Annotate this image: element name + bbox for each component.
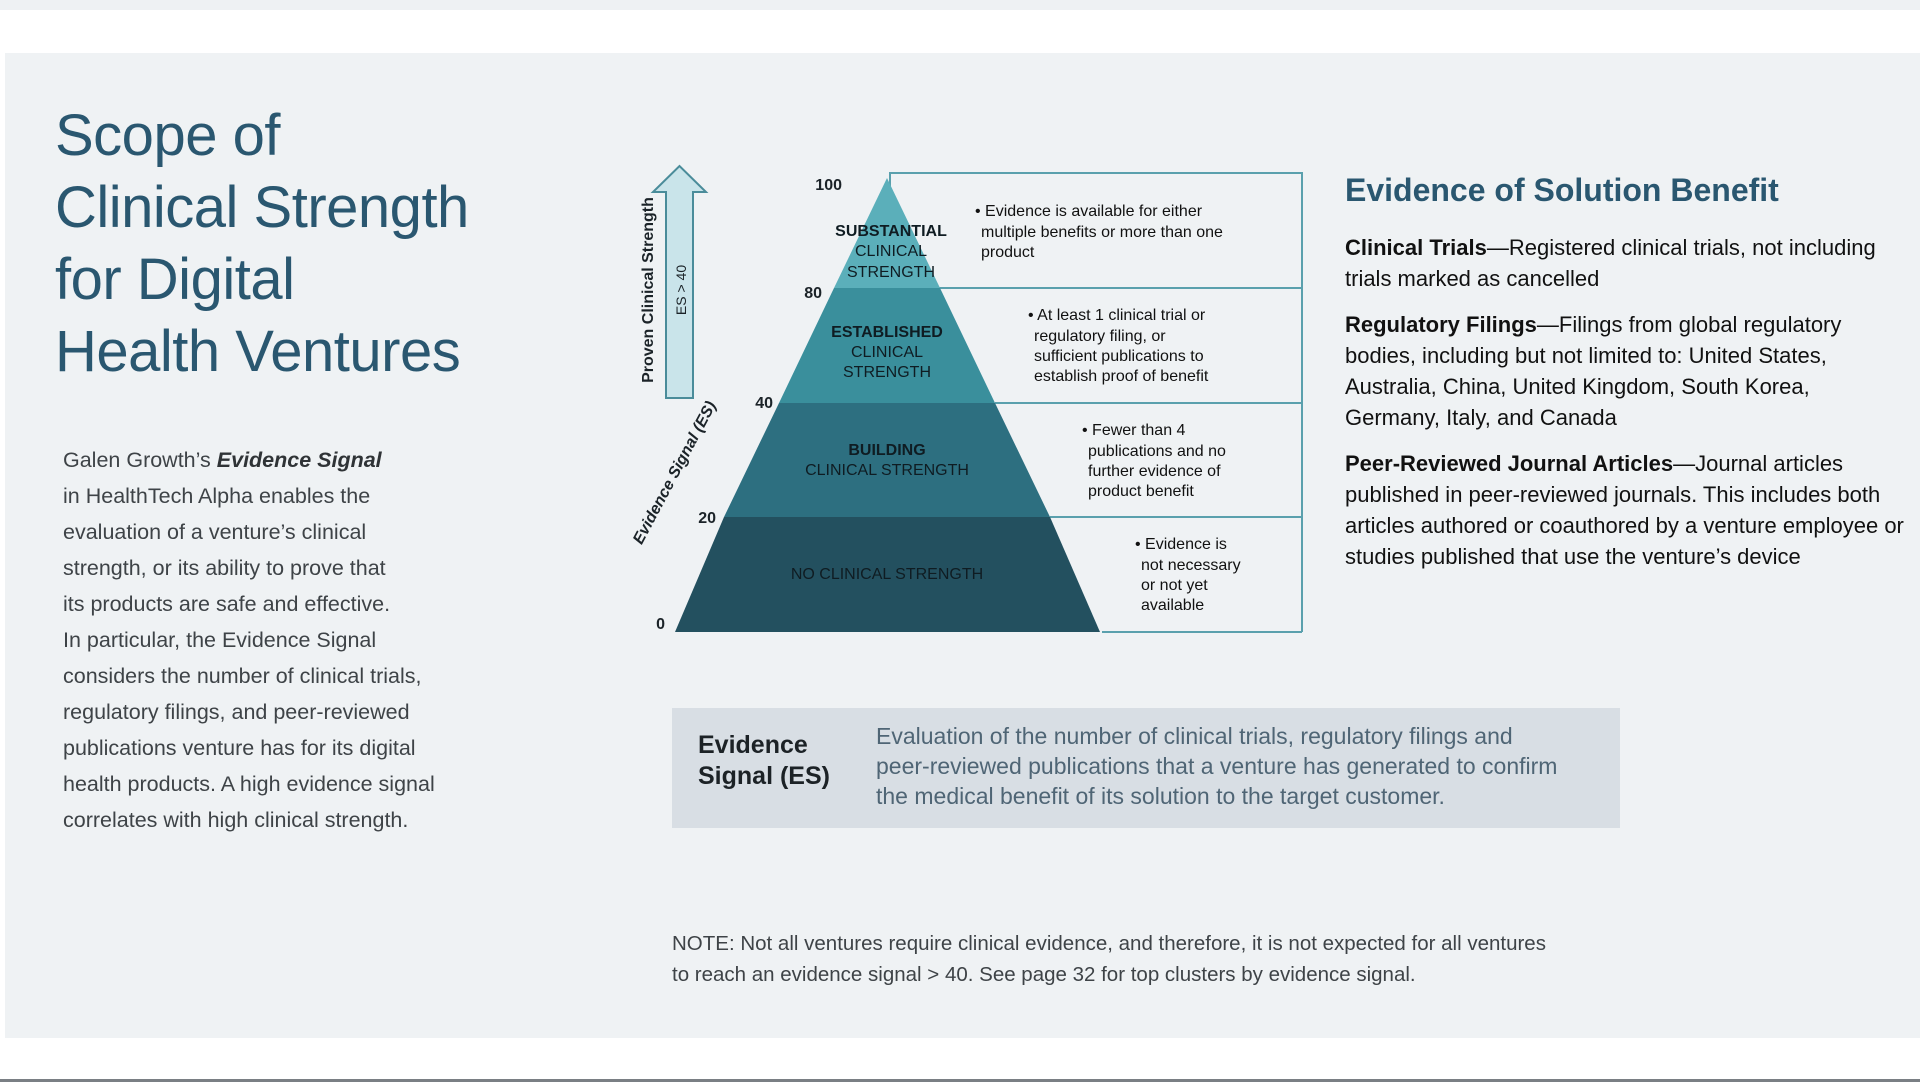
band-none — [675, 517, 1100, 632]
level-name: STRENGTH — [843, 364, 931, 381]
arrow-inner-label: ES > 40 — [673, 265, 689, 315]
benefit-term: Regulatory Filings — [1345, 312, 1537, 337]
intro-line: in HealthTech Alpha enables the — [63, 484, 371, 508]
title-line: for Digital — [55, 247, 295, 312]
benefit-term: Peer-Reviewed Journal Articles — [1345, 451, 1674, 476]
intro-emphasis: Evidence Signal — [216, 448, 382, 472]
evidence-signal-definition: Evidence Signal (ES) Evaluation of the n… — [672, 708, 1620, 828]
proven-strength-arrow — [650, 164, 709, 399]
es-label: Evidence Signal (ES) — [698, 730, 848, 792]
intro-line: considers the number of clinical trials, — [63, 664, 422, 688]
intro-line: its products are safe and effective. — [63, 592, 391, 616]
intro-line-0: Galen Growth’s Evidence Signal — [63, 442, 533, 478]
level-name: STRENGTH — [847, 264, 935, 281]
page-title: Scope of Clinical Strength for Digital H… — [55, 100, 575, 388]
band-substantial — [834, 178, 940, 288]
note-line: to reach an evidence signal > 40. See pa… — [672, 963, 1416, 986]
intro-line: health products. A high evidence signal — [63, 772, 435, 796]
es-label-line: Signal (ES) — [698, 762, 830, 790]
es-label-line: Evidence — [698, 731, 808, 759]
intro-line: regulatory filings, and peer-reviewed — [63, 700, 410, 724]
level-desc: • Fewer than 4 — [1082, 422, 1186, 439]
level-desc: regulatory filing, or — [1034, 328, 1166, 345]
footnote: NOTE: Not all ventures require clinical … — [672, 928, 1672, 990]
title-line: Health Ventures — [55, 319, 461, 384]
intro-lead: Galen Growth’s — [63, 448, 217, 472]
intro-paragraph: Galen Growth’s Evidence Signal in Health… — [63, 442, 533, 838]
tick-label: 80 — [804, 285, 822, 302]
level-desc: not necessary — [1141, 557, 1241, 574]
level-desc: multiple benefits or more than one — [981, 224, 1223, 241]
clinical-strength-pyramid: ES > 40 Proven Clinical Strength Evidenc… — [630, 164, 1303, 633]
title-line: Clinical Strength — [55, 175, 469, 240]
benefit-term: Clinical Trials — [1345, 235, 1487, 260]
band-building — [724, 403, 1050, 517]
benefit-item: Regulatory Filings—Filings from global r… — [1345, 309, 1905, 433]
level-desc: product — [981, 244, 1035, 261]
tick-label: 20 — [698, 510, 716, 527]
arrow-label: Proven Clinical Strength — [640, 197, 657, 383]
level-name: ESTABLISHED — [831, 324, 943, 341]
level-desc: or not yet — [1141, 577, 1208, 594]
level-name: BUILDING — [848, 442, 925, 459]
level-name: CLINICAL STRENGTH — [805, 462, 969, 479]
level-desc: further evidence of — [1088, 463, 1221, 480]
es-definition-line: Evaluation of the number of clinical tri… — [876, 723, 1513, 749]
level-name: SUBSTANTIAL — [835, 223, 947, 240]
level-name: NO CLINICAL STRENGTH — [791, 566, 983, 583]
tick-label: 40 — [755, 395, 773, 412]
level-desc: establish proof of benefit — [1034, 368, 1209, 385]
level-desc: • At least 1 clinical trial or — [1028, 307, 1206, 324]
level-desc: available — [1141, 597, 1204, 614]
es-definition-line: the medical benefit of its solution to t… — [876, 783, 1445, 809]
benefit-text: —Filings from global regulatory bodies, … — [1345, 312, 1842, 430]
intro-line: correlates with high clinical strength. — [63, 808, 409, 832]
tick-label: 0 — [656, 616, 665, 633]
level-desc: sufficient publications to — [1034, 348, 1204, 365]
benefit-text: —Registered clinical trials, not includi… — [1345, 235, 1876, 291]
note-line: NOTE: Not all ventures require clinical … — [672, 932, 1546, 955]
level-name: CLINICAL — [855, 243, 927, 260]
top-strip — [0, 0, 1920, 10]
level-desc: • Evidence is — [1135, 536, 1227, 553]
intro-line: In particular, the Evidence Signal — [63, 628, 377, 652]
benefit-item: Clinical Trials—Registered clinical tria… — [1345, 232, 1905, 294]
level-name: CLINICAL — [851, 344, 923, 361]
intro-line: publications venture has for its digital — [63, 736, 416, 760]
solution-benefit-panel: Evidence of Solution Benefit Clinical Tr… — [1345, 170, 1905, 587]
tick-label: 100 — [815, 177, 842, 194]
benefit-item: Peer-Reviewed Journal Articles—Journal a… — [1345, 448, 1905, 572]
es-definition-line: peer-reviewed publications that a ventur… — [876, 753, 1558, 779]
benefit-heading: Evidence of Solution Benefit — [1345, 172, 1779, 208]
intro-line: evaluation of a venture’s clinical — [63, 520, 367, 544]
benefit-text: —Journal articles published in peer-revi… — [1345, 451, 1904, 569]
level-desc: publications and no — [1088, 443, 1226, 460]
title-line: Scope of — [55, 103, 280, 168]
level-desc: product benefit — [1088, 483, 1194, 500]
band-established — [779, 288, 995, 403]
intro-line: strength, or its ability to prove that — [63, 556, 386, 580]
es-definition: Evaluation of the number of clinical tri… — [876, 721, 1606, 811]
bottom-border — [0, 1079, 1920, 1082]
level-desc: • Evidence is available for either — [975, 203, 1203, 220]
